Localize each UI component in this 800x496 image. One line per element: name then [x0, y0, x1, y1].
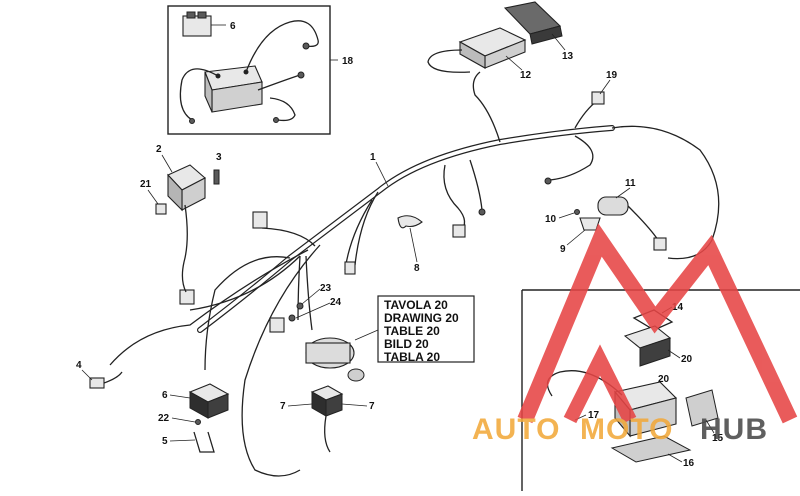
- label-1: 1: [370, 152, 376, 163]
- label-16: 16: [683, 458, 695, 469]
- label-23: 23: [320, 283, 332, 294]
- label-3: 3: [216, 152, 222, 163]
- label-12: 12: [520, 70, 532, 81]
- ecu-part: [427, 27, 527, 73]
- label-7-right: 7: [369, 401, 375, 412]
- watermark-logo: AUTO MOTO HUB: [472, 223, 798, 446]
- label-5: 5: [162, 436, 168, 447]
- clip-part: [155, 203, 167, 215]
- reference-line-1: TAVOLA 20: [384, 298, 448, 312]
- relay-part: [182, 11, 212, 37]
- label-14: 14: [672, 302, 684, 313]
- label-21: 21: [140, 179, 152, 190]
- label-20-lower: 20: [658, 374, 670, 385]
- inset-battery-kit-2: [521, 289, 800, 491]
- label-6-top: 6: [230, 21, 236, 32]
- regulator-part: [167, 164, 206, 293]
- label-19: 19: [606, 70, 618, 81]
- label-4: 4: [76, 360, 82, 371]
- part-labels: 1 2 3 4 5 6 6 7 7 8 9 10 11 12 13 14 15 …: [76, 21, 724, 469]
- watermark-text-1: AUTO: [472, 413, 560, 446]
- inset-battery-kit: [167, 5, 338, 135]
- reference-line-2: DRAWING 20: [384, 311, 459, 325]
- sensor-part: [89, 377, 105, 389]
- screw-part: [213, 169, 220, 185]
- label-7-left: 7: [280, 401, 286, 412]
- label-11: 11: [625, 178, 636, 189]
- reference-block: TAVOLA 20 DRAWING 20 TABLE 20 BILD 20 TA…: [354, 295, 475, 364]
- label-18: 18: [342, 56, 354, 67]
- watermark-text-2: MOTO: [580, 413, 673, 446]
- sensor-19-part: [591, 91, 605, 105]
- bracket-part: [193, 431, 215, 453]
- reference-line-5: TABLA 20: [384, 350, 440, 364]
- label-13: 13: [562, 51, 574, 62]
- clip-8-part: [397, 215, 423, 229]
- label-2: 2: [156, 144, 162, 155]
- reference-line-3: TABLE 20: [384, 324, 440, 338]
- label-24: 24: [330, 297, 342, 308]
- label-10: 10: [545, 214, 557, 225]
- label-8: 8: [414, 263, 420, 274]
- battery-part: [204, 65, 263, 113]
- starter-motor-part: [305, 337, 365, 382]
- label-20: 20: [681, 354, 693, 365]
- label-15: 15: [712, 433, 724, 444]
- label-6-bottom: 6: [162, 390, 168, 401]
- relay-pair-part: [310, 385, 344, 453]
- relay-bottom-part: [188, 383, 230, 419]
- ignition-coil-part: [579, 196, 667, 251]
- label-9: 9: [560, 244, 566, 255]
- label-22: 22: [158, 413, 170, 424]
- label-17: 17: [588, 410, 600, 421]
- ecu-cover-part: [503, 1, 563, 45]
- reference-line-4: BILD 20: [384, 337, 429, 351]
- watermark-text-3: HUB: [700, 413, 768, 446]
